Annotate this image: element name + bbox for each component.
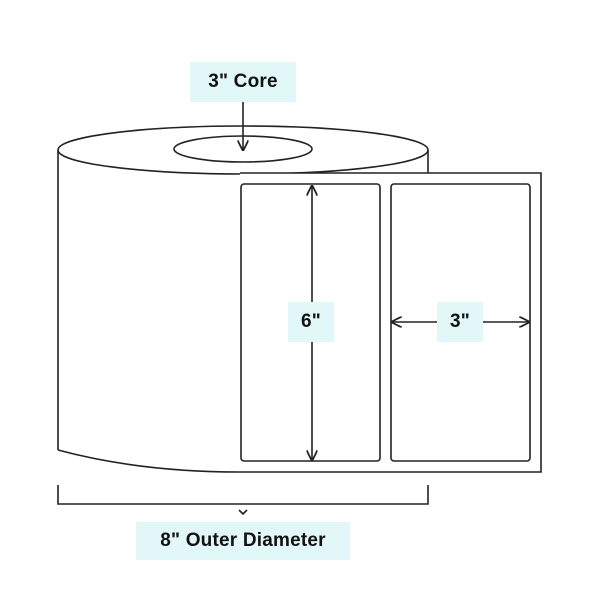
outer-diameter-chevron-icon (238, 509, 248, 516)
roll-bottom-edge (57, 449, 241, 473)
outer-diameter-bracket (57, 485, 429, 505)
core-callout: 3" Core (190, 62, 296, 102)
label-width-callout: 3" (437, 302, 483, 342)
outer-diameter-callout: 8" Outer Diameter (136, 522, 350, 560)
label-height-callout: 6" (288, 302, 334, 342)
